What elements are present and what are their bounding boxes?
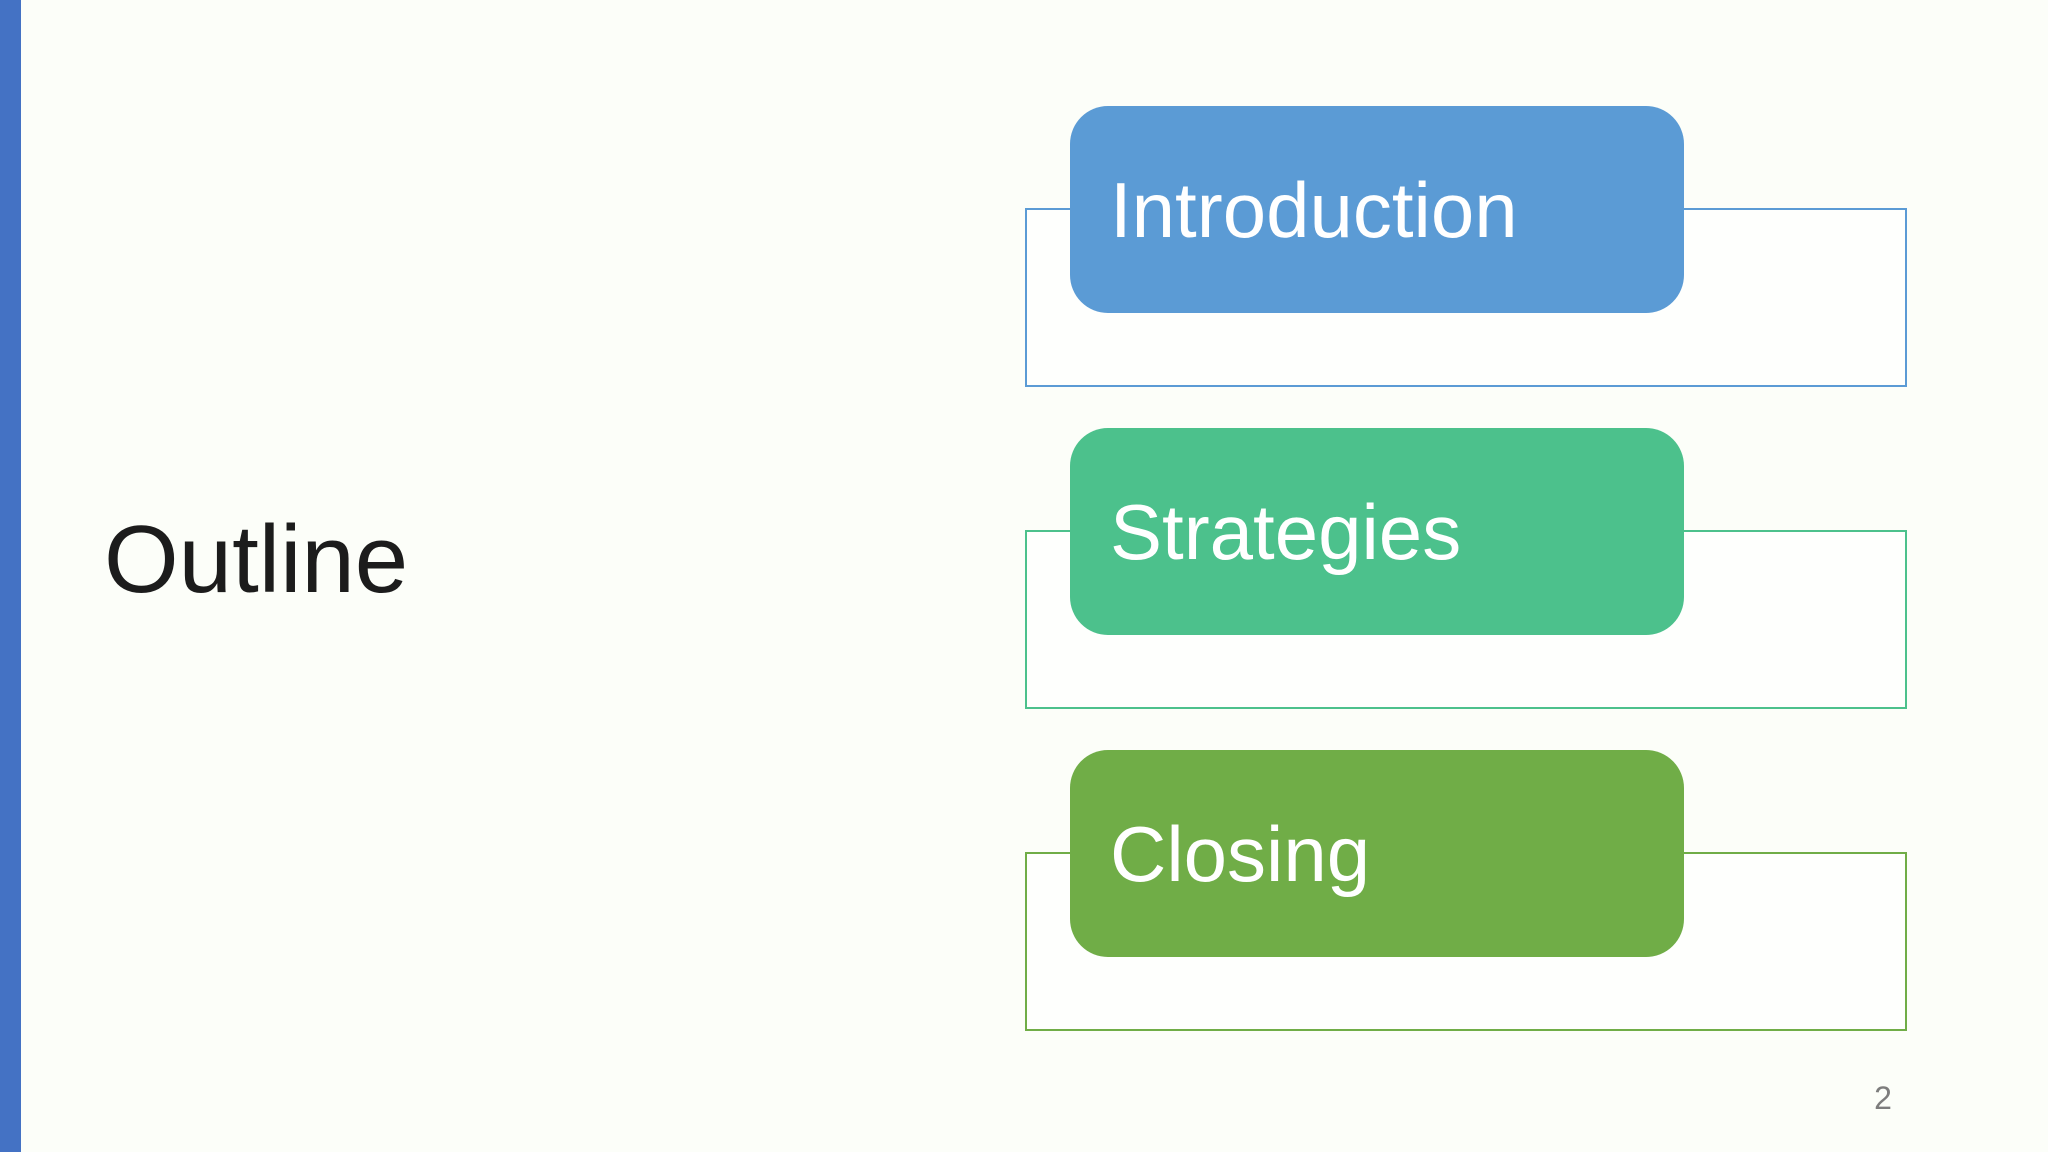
outline-item-label: Strategies [1110, 487, 1462, 576]
outline-item-box: Closing [1070, 750, 1684, 957]
outline-row: Strategies [1025, 428, 1907, 709]
outline-item-box: Strategies [1070, 428, 1684, 635]
outline-item-label: Introduction [1110, 165, 1518, 254]
slide-title: Outline [104, 506, 409, 613]
page-number: 2 [1874, 1080, 1892, 1116]
outline-row: Introduction [1025, 106, 1907, 387]
outline-item-label: Closing [1110, 809, 1371, 898]
outline-item-box: Introduction [1070, 106, 1684, 313]
left-accent-bar [0, 0, 21, 1152]
outline-row: Closing [1025, 750, 1907, 1031]
